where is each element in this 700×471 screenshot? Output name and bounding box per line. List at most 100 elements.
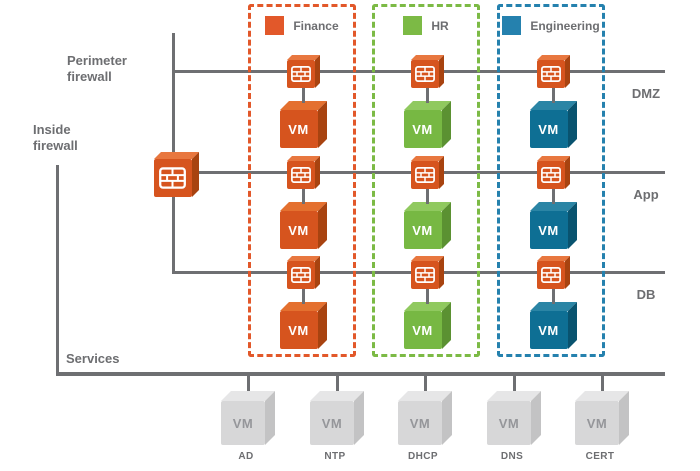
vm-cube-finance-app-front-face: VM: [279, 211, 318, 249]
vm-cube-engineering-db-vm-text: VM: [538, 322, 559, 338]
vm-cube-hr-dmz-right-face: [441, 101, 451, 148]
tenant-legend: HR: [375, 16, 477, 35]
firewall-icon-finance-dmz: [286, 55, 320, 88]
vm-cube-engineering-app-vm-text: VM: [538, 222, 559, 238]
tenant-legend-label: HR: [431, 18, 449, 33]
firewall-icon-hr-app: [410, 156, 444, 189]
firewall-icon-hr-app-front-face: [410, 161, 439, 189]
firewall-icon-finance-db-right-face: [314, 256, 320, 289]
vm-cube-hr-db-vm-text: VM: [412, 322, 433, 338]
firewall-icon-hr-db-right-face: [438, 256, 444, 289]
service-vm-cube-dns-vm-text: VM: [498, 415, 520, 431]
service-vm-connector-line: [246, 372, 250, 393]
inside-firewall-icon-front-face: [153, 158, 192, 197]
firewall-icon-engineering-app-right-face: [564, 156, 570, 189]
vm-cube-finance-dmz-vm-text: VM: [288, 121, 309, 137]
brick-wall-glyph: [159, 166, 186, 189]
vm-cube-finance-dmz-front-face: VM: [279, 110, 318, 148]
vm-cube-finance-app: VM: [279, 202, 327, 249]
brick-wall-glyph: [414, 167, 435, 183]
brick-wall-glyph: [290, 167, 311, 183]
vm-cube-finance-db-front-face: VM: [279, 311, 318, 349]
service-vm-connector-line: [512, 372, 516, 393]
firewall-icon-hr-dmz-front-face: [410, 60, 439, 88]
firewall-icon-hr-app-right-face: [438, 156, 444, 189]
vm-cube-engineering-dmz-front-face: VM: [529, 110, 568, 148]
inside-firewall-icon-right-face: [191, 151, 199, 197]
service-vm-cube-ad-front-face: VM: [221, 401, 265, 445]
brick-wall-glyph: [540, 167, 561, 183]
tenant-zone-engineering: Engineering: [497, 4, 605, 357]
service-vm-cube-ad-right-face: [265, 391, 275, 445]
vm-cube-engineering-db-right-face: [567, 302, 577, 349]
service-vm-cube-ad: VM: [221, 391, 275, 445]
vm-cube-hr-app-right-face: [441, 202, 451, 249]
service-vm-cube-cert-vm-text: VM: [586, 415, 608, 431]
firewall-icon-finance-app-right-face: [314, 156, 320, 189]
vm-cube-engineering-app: VM: [529, 202, 577, 249]
vm-cube-hr-db-front-face: VM: [403, 311, 442, 349]
firewall-icon-finance-dmz-front-face: [286, 60, 315, 88]
vm-cube-finance-db-vm-text: VM: [288, 322, 309, 338]
vm-cube-engineering-app-front-face: VM: [529, 211, 568, 249]
brick-wall-glyph: [290, 267, 311, 283]
vm-cube-engineering-dmz-right-face: [567, 101, 577, 148]
tenant-zone-hr: HR: [372, 4, 480, 357]
service-vm-cube-ntp-right-face: [354, 391, 364, 445]
service-vm-connector-line: [423, 372, 427, 393]
vm-cube-finance-app-vm-text: VM: [288, 222, 309, 238]
firewall-icon-finance-app: [286, 156, 320, 189]
service-label-dns: DNS: [500, 451, 524, 462]
service-vm-cube-dhcp: VM: [398, 391, 452, 445]
firewall-icon-engineering-dmz: [536, 55, 570, 88]
vm-cube-hr-db-right-face: [441, 302, 451, 349]
tenant-legend-label: Finance: [293, 18, 339, 33]
brick-wall-glyph: [540, 267, 561, 283]
vm-cube-hr-db: VM: [403, 302, 451, 349]
firewall-icon-engineering-app: [536, 156, 570, 189]
vm-cube-finance-db: VM: [279, 302, 327, 349]
vm-cube-finance-app-right-face: [317, 202, 327, 249]
service-vm-cube-ntp-vm-text: VM: [321, 415, 343, 431]
service-vm-cube-dhcp-front-face: VM: [398, 401, 442, 445]
tenant-legend-label: Engineering: [530, 18, 600, 33]
service-vm-cube-dhcp-right-face: [442, 391, 452, 445]
firewall-icon-hr-dmz-right-face: [438, 55, 444, 88]
vm-cube-engineering-db: VM: [529, 302, 577, 349]
legend-color-swatch: [265, 16, 285, 35]
firewall-icon-engineering-dmz-front-face: [536, 60, 565, 88]
brick-wall-glyph: [414, 66, 435, 82]
service-vm-cube-dns: VM: [487, 391, 541, 445]
service-vm-cube-ntp: VM: [310, 391, 364, 445]
perimeter-firewall-label: Perimeter firewall: [67, 53, 127, 84]
brick-wall-glyph: [540, 66, 561, 82]
tenant-legend: Engineering: [500, 16, 602, 35]
firewall-icon-engineering-db-right-face: [564, 256, 570, 289]
tier-label-app: App: [633, 187, 659, 202]
vm-cube-hr-dmz-vm-text: VM: [412, 121, 433, 137]
vm-cube-engineering-app-right-face: [567, 202, 577, 249]
service-vm-cube-cert-right-face: [619, 391, 629, 445]
firewall-icon-hr-dmz: [410, 55, 444, 88]
legend-color-swatch: [502, 16, 522, 35]
brick-wall-glyph: [290, 66, 311, 82]
firewall-icon-engineering-app-front-face: [536, 161, 565, 189]
legend-color-swatch: [403, 16, 423, 35]
inside-firewall-line: [56, 165, 59, 375]
firewall-icon-finance-db-front-face: [286, 261, 315, 289]
vm-cube-hr-dmz: VM: [403, 101, 451, 148]
vm-cube-hr-app-vm-text: VM: [412, 222, 433, 238]
vm-cube-finance-dmz-right-face: [317, 101, 327, 148]
service-vm-cube-dhcp-vm-text: VM: [409, 415, 431, 431]
service-vm-cube-cert: VM: [575, 391, 629, 445]
tier-label-dmz: DMZ: [631, 86, 661, 101]
service-vm-cube-ntp-front-face: VM: [310, 401, 354, 445]
vm-cube-hr-app: VM: [403, 202, 451, 249]
tenant-zone-finance: Finance: [248, 4, 356, 357]
vm-cube-hr-app-front-face: VM: [403, 211, 442, 249]
vm-cube-engineering-dmz-vm-text: VM: [538, 121, 559, 137]
service-vm-cube-ad-vm-text: VM: [232, 415, 254, 431]
service-label-cert: CERT: [585, 451, 615, 462]
services-label: Services: [66, 351, 120, 366]
